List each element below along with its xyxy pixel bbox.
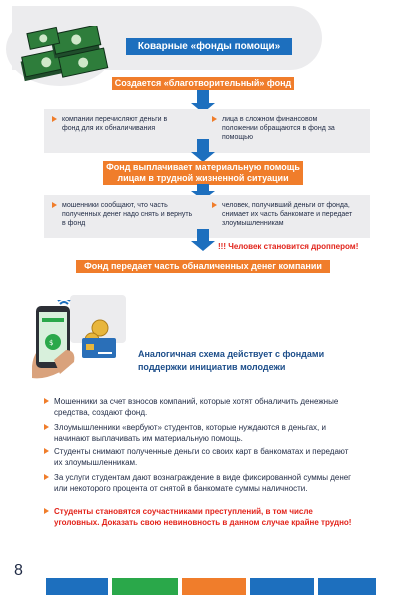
down-arrow-icon [191, 152, 215, 162]
triangle-bullet-icon [212, 202, 217, 208]
list-item: За услуги студентам дают вознаграждение … [44, 473, 374, 505]
list-item-text: Мошенники за счет взносов компаний, кото… [54, 397, 339, 417]
footer-stripe-blue-2 [250, 578, 314, 595]
page-title: Коварные «фонды помощи» [126, 38, 292, 55]
list-item: Злоумышленники «вербуют» студентов, кото… [44, 423, 374, 445]
smartphone-icon: $ [32, 300, 75, 379]
section-subtitle: Аналогичная схема действует с фондами по… [138, 349, 325, 372]
footer-stripe-blue [46, 578, 108, 595]
footer-stripe-green [112, 578, 178, 595]
triangle-bullet-icon [44, 474, 49, 480]
list-item-text: За услуги студентам дают вознаграждение … [54, 473, 352, 493]
warning-list-item: Студенты становятся соучастниками престу… [44, 507, 374, 541]
flow-panel-2-left-text: мошенники сообщают, что часть полученных… [62, 202, 193, 227]
dropper-warning: !!! Человек становится дроппером! [218, 242, 359, 251]
down-arrow-icon [197, 184, 209, 192]
down-arrow-icon [191, 103, 215, 113]
flow-panel-1-right: лица в сложном финансовом положении обра… [212, 115, 362, 149]
triangle-bullet-icon [52, 202, 57, 208]
triangle-bullet-icon [44, 398, 49, 404]
triangle-bullet-icon [52, 116, 57, 122]
flow-panel-1-left-text: компании перечисляют деньги в фонд для и… [62, 116, 168, 132]
list-item-text: Злоумышленники «вербуют» студентов, кото… [54, 423, 326, 443]
triangle-bullet-icon [44, 424, 49, 430]
down-arrow-icon [197, 139, 209, 153]
down-arrow-icon [191, 241, 215, 251]
list-item: Мошенники за счет взносов компаний, кото… [44, 397, 374, 419]
down-arrow-icon [197, 229, 209, 242]
flow-panel-1-left: компании перечисляют деньги в фонд для и… [52, 115, 192, 149]
footer-stripe-blue-3 [318, 578, 376, 595]
triangle-bullet-icon [44, 508, 49, 514]
footer-stripe-orange [182, 578, 246, 595]
triangle-bullet-icon [44, 448, 49, 454]
bank-card-icon [82, 338, 116, 358]
flow-panel-2-left: мошенники сообщают, что часть полученных… [52, 201, 197, 235]
flow-step-1: Создается «благотворительный» фонд [112, 77, 294, 90]
page-number: 8 [14, 562, 23, 579]
svg-text:$: $ [49, 339, 53, 347]
flow-step-3: Фонд передает часть обналиченных денег к… [76, 260, 330, 273]
list-item-text: Студенты снимают полученные деньги со св… [54, 447, 349, 467]
flow-panel-2-right: человек, получивший деньги от фонда, сни… [212, 201, 367, 235]
flow-panel-2-right-text: человек, получивший деньги от фонда, сни… [222, 202, 353, 227]
warning-list-item-text: Студенты становятся соучастниками престу… [54, 507, 352, 527]
money-stack-icon [20, 26, 109, 82]
down-arrow-icon [197, 90, 209, 104]
triangle-bullet-icon [212, 116, 217, 122]
list-item: Студенты снимают полученные деньги со св… [44, 447, 374, 469]
flow-panel-1-right-text: лица в сложном финансовом положении обра… [222, 116, 335, 141]
flow-step-2: Фонд выплачивает материальную помощь лиц… [103, 161, 303, 185]
